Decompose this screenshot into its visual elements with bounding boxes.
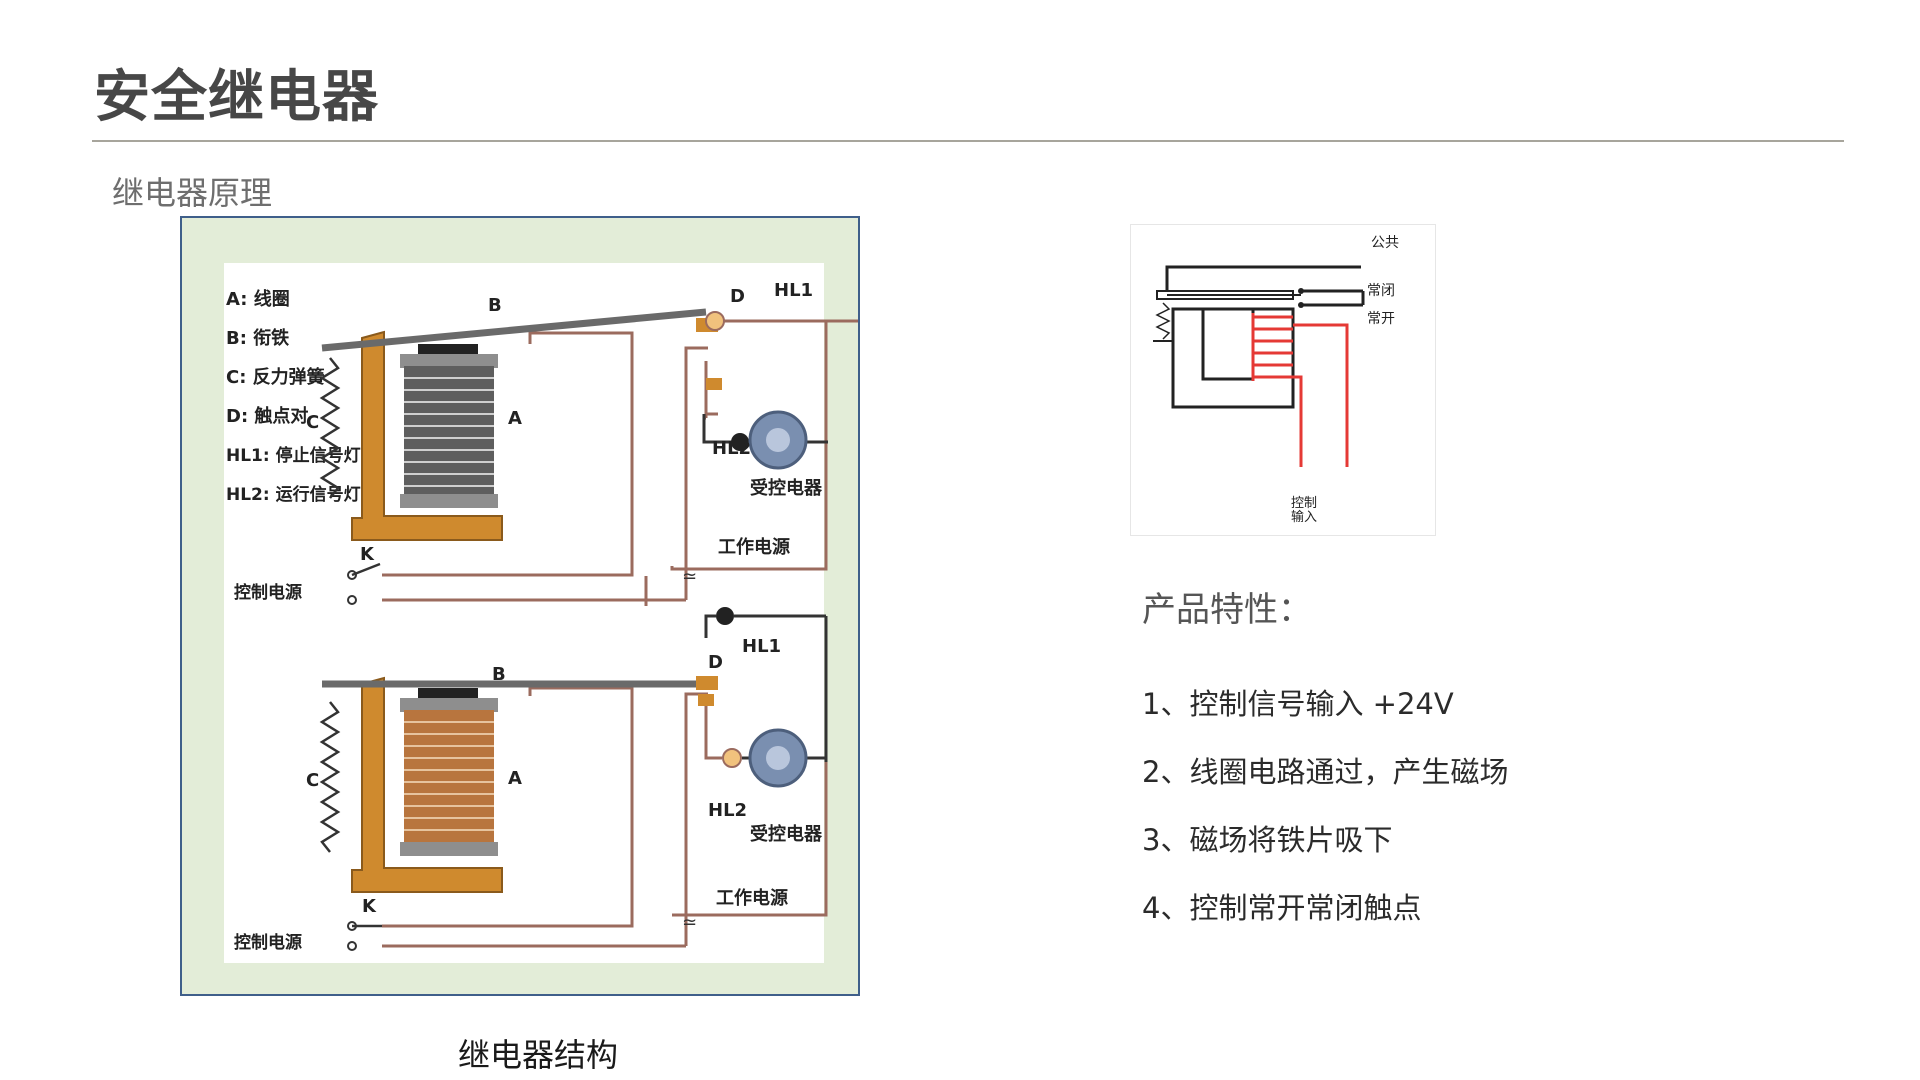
legend-item: B: 衔铁	[226, 327, 289, 349]
label-d: D	[730, 286, 745, 307]
upper-armature	[321, 308, 707, 352]
label-a: A	[508, 768, 522, 789]
legend-item: HL1: 停止信号灯	[226, 445, 361, 466]
label-control-power: 控制电源	[234, 932, 302, 953]
label-work-power: 工作电源	[716, 887, 788, 909]
lower-coil-windings	[404, 721, 494, 831]
feature-item: 1、控制信号输入 +24V	[1142, 687, 1454, 721]
label-work-power: 工作电源	[718, 536, 790, 558]
magnetic-core	[1171, 307, 1295, 409]
label-control-power: 控制电源	[234, 582, 302, 603]
legend-item: HL2: 运行信号灯	[226, 484, 361, 505]
upper-wires	[382, 319, 858, 606]
legend-item: A: 线圈	[226, 288, 290, 310]
label-load: 受控电器	[750, 823, 823, 845]
page-title: 安全继电器	[94, 65, 379, 130]
contacts	[1301, 289, 1365, 307]
lower-spring	[319, 701, 341, 853]
lower-coil	[404, 710, 494, 844]
label-b: B	[488, 295, 502, 316]
feature-item: 2、线圈电路通过，产生磁场	[1142, 755, 1509, 789]
label-k: K	[360, 544, 375, 565]
label-control-input: 控制	[1291, 496, 1317, 511]
label-no: 常开	[1367, 311, 1395, 327]
feature-item: 3、磁场将铁片吸下	[1142, 823, 1393, 857]
section-subtitle: 继电器原理	[112, 174, 273, 212]
upper-coil-windings	[404, 377, 494, 487]
label-b: B	[492, 664, 506, 685]
lower-lamp-hl1	[716, 607, 734, 625]
return-spring	[1155, 302, 1171, 340]
relay-structure-diagram: A: 线圈 B: 衔铁 C: 反力弹簧 D: 触点对 HL1: 停止信号灯 HL…	[180, 216, 860, 996]
lower-frame	[351, 676, 503, 893]
label-load: 受控电器	[750, 477, 823, 499]
upper-contact-lower	[706, 378, 722, 390]
features-list: 1、控制信号输入 +24V 2、线圈电路通过，产生磁场 3、磁场将铁片吸下 4、…	[1142, 684, 1508, 956]
label-c: C	[306, 412, 319, 433]
relay-schematic: 公共 常闭 常开 控制 输入	[1130, 224, 1436, 536]
upper-spring	[319, 357, 341, 499]
legend-item: C: 反力弹簧	[226, 366, 325, 388]
upper-frame	[351, 330, 503, 541]
upper-lamp-hl2	[731, 433, 749, 451]
feature-item: 4、控制常开常闭触点	[1142, 891, 1422, 925]
diagram-caption: 继电器结构	[458, 1036, 619, 1074]
label-k: K	[362, 896, 377, 917]
control-input-wire	[1293, 375, 1303, 467]
label-d: D	[708, 652, 723, 673]
control-input-wire	[1293, 323, 1349, 467]
label-hl2: HL2	[712, 438, 751, 459]
relay-structure-illustration: A: 线圈 B: 衔铁 C: 反力弹簧 D: 触点对 HL1: 停止信号灯 HL…	[224, 263, 858, 963]
upper-coil	[404, 366, 494, 496]
label-hl1: HL1	[774, 280, 813, 301]
relay-upper: ≃ B D HL1 C A HL2 受控电器 工作电源 K 控制电源	[234, 280, 858, 606]
relay-lower: ≃ B D HL1 C A HL2 受控电器 工作电源 K 控制电源	[234, 607, 828, 953]
legend-item: D: 触点对	[226, 405, 308, 427]
label-hl2: HL2	[708, 800, 747, 821]
title-divider	[92, 140, 1844, 142]
common-wire	[1165, 265, 1361, 291]
coil-windings	[1253, 315, 1293, 379]
label-common: 公共	[1371, 235, 1399, 251]
lower-contact-d	[696, 676, 718, 690]
relay-schematic-illustration: 公共 常闭 常开 控制 输入	[1153, 235, 1399, 525]
label-control-input: 输入	[1291, 509, 1317, 525]
svg-text:≃: ≃	[682, 566, 697, 587]
label-nc: 常闭	[1367, 283, 1395, 299]
lower-contact-lower	[698, 694, 714, 706]
label-hl1: HL1	[742, 636, 781, 657]
label-c: C	[306, 770, 319, 791]
lower-lamp-hl2	[722, 748, 742, 768]
svg-text:≃: ≃	[682, 912, 697, 933]
upper-switch-k	[351, 562, 381, 577]
label-a: A	[508, 408, 522, 429]
upper-lamp-hl1	[705, 311, 725, 331]
features-title: 产品特性：	[1142, 590, 1312, 630]
